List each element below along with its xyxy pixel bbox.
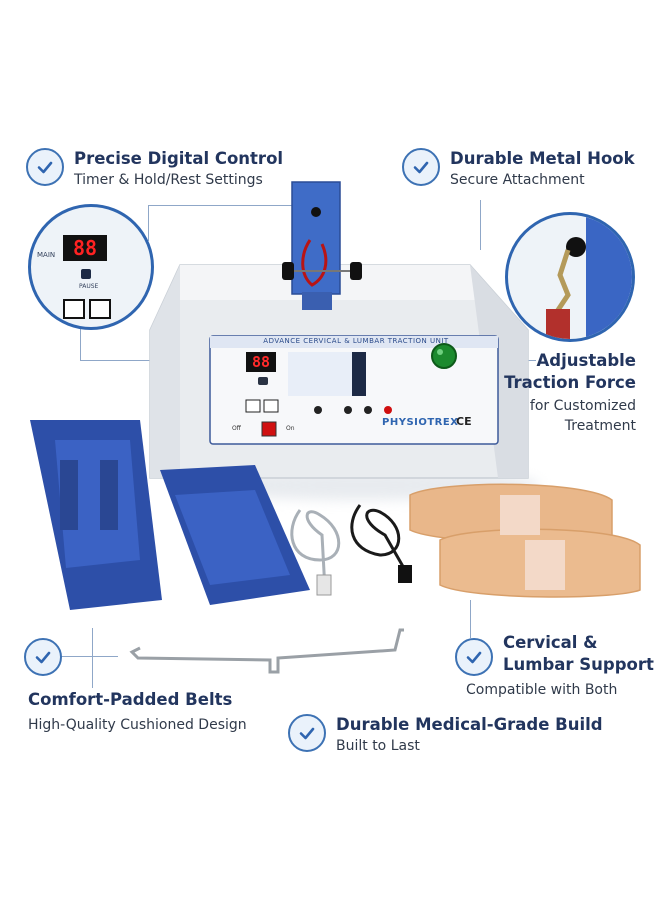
panel-title: ADVANCE CERVICAL & LUMBAR TRACTION UNIT xyxy=(263,337,449,345)
zoom-metal-hook xyxy=(505,212,635,342)
connector-digital-low-v xyxy=(80,318,81,361)
zoom-digital-display: 88 MAIN PAUSE xyxy=(28,204,154,330)
connector-hook xyxy=(480,200,481,250)
check-circle-icon xyxy=(455,638,493,676)
zoom-led-display: 88 xyxy=(63,235,107,261)
feature-title-line1: Adjustable xyxy=(536,351,636,370)
feature-subtitle-line1: for Customized xyxy=(529,398,636,414)
connector-cervical xyxy=(470,600,471,638)
device-brand: PHYSIOTREX xyxy=(382,417,459,428)
feature-subtitle: Timer & Hold/Rest Settings xyxy=(74,172,263,188)
check-circle-icon xyxy=(26,148,64,186)
check-circle-icon xyxy=(402,148,440,186)
feature-cervical-subtitle: Compatible with Both xyxy=(466,682,618,698)
zoom-pause-button xyxy=(81,269,91,279)
device-led-display: 88 xyxy=(251,353,271,371)
check-circle-icon xyxy=(24,638,62,676)
feature-metal-hook: Durable Metal Hook Secure Attachment xyxy=(402,148,635,190)
feature-traction-force: Adjustable Traction Force for Customized… xyxy=(476,350,636,436)
feature-cervical-lumbar: Cervical & Lumbar Support xyxy=(455,632,654,676)
feature-title: Durable Medical-Grade Build xyxy=(336,715,603,734)
device-ce-mark: CE xyxy=(456,415,472,428)
connector-belts-h xyxy=(60,656,118,657)
feature-title: Comfort-Padded Belts xyxy=(28,690,233,709)
zoom-button-left xyxy=(63,299,85,319)
feature-padded-belts: Comfort-Padded Belts High-Quality Cushio… xyxy=(28,689,247,735)
connector-digital-v xyxy=(148,205,149,241)
feature-subtitle: Secure Attachment xyxy=(450,172,585,188)
feature-title-line2: Traction Force xyxy=(504,373,636,392)
device-off-label: Off xyxy=(232,425,241,432)
check-circle-icon xyxy=(288,714,326,752)
connector-digital xyxy=(148,205,298,206)
feature-subtitle: Built to Last xyxy=(336,738,420,754)
feature-title: Durable Metal Hook xyxy=(450,149,635,168)
feature-title-line1: Cervical & xyxy=(503,633,598,652)
feature-subtitle-line2: Treatment xyxy=(564,418,636,434)
device-on-label: On xyxy=(286,425,295,432)
feature-title: Precise Digital Control xyxy=(74,149,284,168)
zoom-label-pause: PAUSE xyxy=(79,283,99,290)
zoom-label-main: MAIN xyxy=(37,251,56,259)
feature-subtitle: High-Quality Cushioned Design xyxy=(28,717,247,733)
feature-medical-grade: Durable Medical-Grade Build Built to Las… xyxy=(288,714,603,756)
connector-belts xyxy=(92,628,93,688)
feature-title-line2: Lumbar Support xyxy=(503,655,654,674)
feature-digital-control: Precise Digital Control Timer & Hold/Res… xyxy=(26,148,283,190)
zoom-button-right xyxy=(89,299,111,319)
